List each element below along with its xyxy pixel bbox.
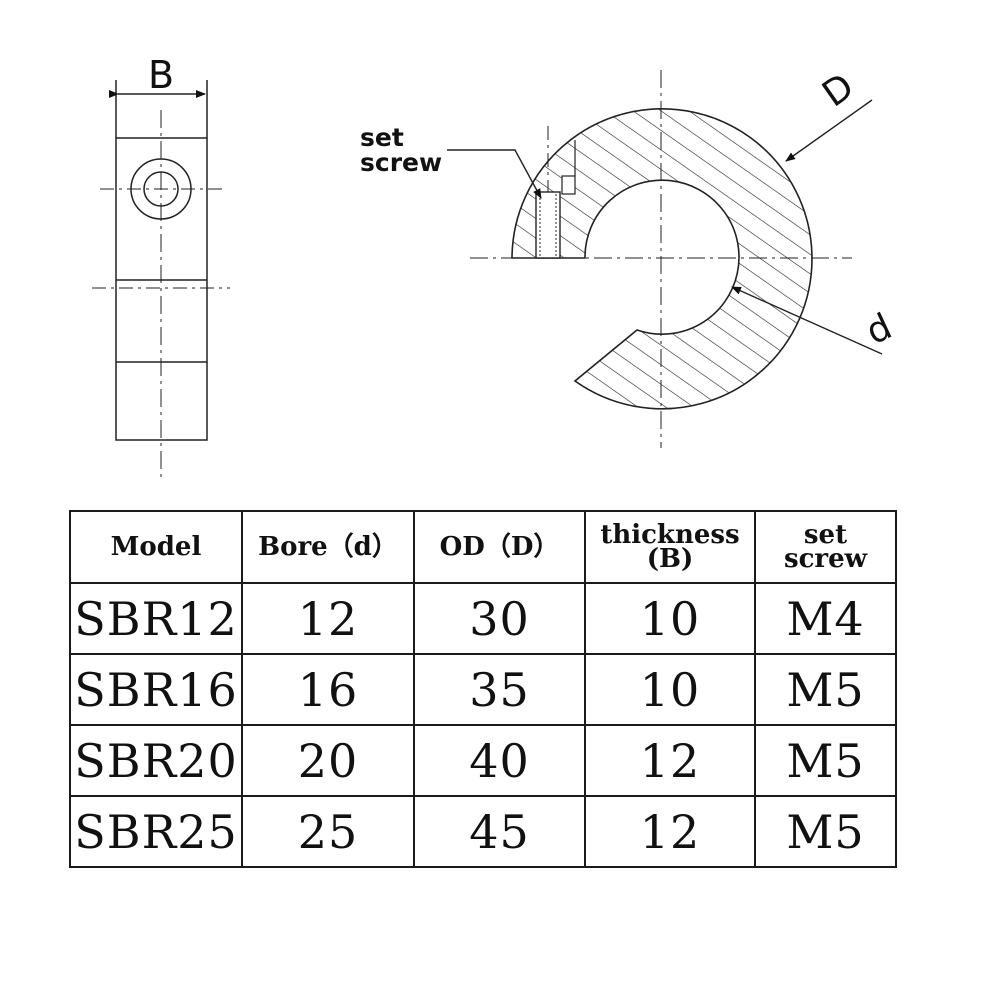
label-set-screw-line2: screw: [360, 148, 442, 177]
side-view: [92, 80, 230, 478]
cell-od: 45: [413, 795, 586, 868]
table-row: SBR16 16 35 10 M5: [69, 653, 897, 726]
label-B: B: [148, 53, 174, 97]
table-row: SBR12 12 30 10 M4: [69, 582, 897, 655]
table-row: SBR25 25 45 12 M5: [69, 795, 897, 868]
header-od: OD（D）: [413, 510, 586, 584]
cell-model: SBR25: [69, 795, 243, 868]
cell-od: 40: [413, 724, 586, 797]
side-view-outline: [115, 137, 208, 441]
cell-set-screw: M5: [754, 724, 897, 797]
cell-bore: 12: [241, 582, 415, 655]
header-thickness: thickness(B): [584, 510, 756, 584]
label-D: D: [815, 66, 861, 115]
cell-thickness: 12: [584, 795, 756, 868]
cell-model: SBR16: [69, 653, 243, 726]
set-screw-hole: [535, 191, 561, 259]
label-d: d: [860, 306, 898, 353]
leader-d: [731, 286, 883, 355]
cell-bore: 16: [241, 653, 415, 726]
cell-bore: 25: [241, 795, 415, 868]
set-screw-notch: [561, 175, 576, 195]
cell-thickness: 12: [584, 724, 756, 797]
collar-section: [511, 108, 813, 410]
cell-thickness: 10: [584, 653, 756, 726]
leader-set-screw: [447, 149, 542, 199]
technical-drawing: B D d set screw: [92, 53, 898, 478]
cell-model: SBR12: [69, 582, 243, 655]
cell-od: 35: [413, 653, 586, 726]
leader-D: [785, 99, 873, 162]
cell-thickness: 10: [584, 582, 756, 655]
header-model: Model: [69, 510, 243, 584]
cell-set-screw: M5: [754, 653, 897, 726]
header-bore: Bore（d）: [241, 510, 415, 584]
front-view: [447, 70, 883, 448]
cell-set-screw: M4: [754, 582, 897, 655]
cell-model: SBR20: [69, 724, 243, 797]
cell-od: 30: [413, 582, 586, 655]
cell-set-screw: M5: [754, 795, 897, 868]
cell-bore: 20: [241, 724, 415, 797]
table-row: SBR20 20 40 12 M5: [69, 724, 897, 797]
label-set-screw-line1: set: [360, 123, 404, 152]
